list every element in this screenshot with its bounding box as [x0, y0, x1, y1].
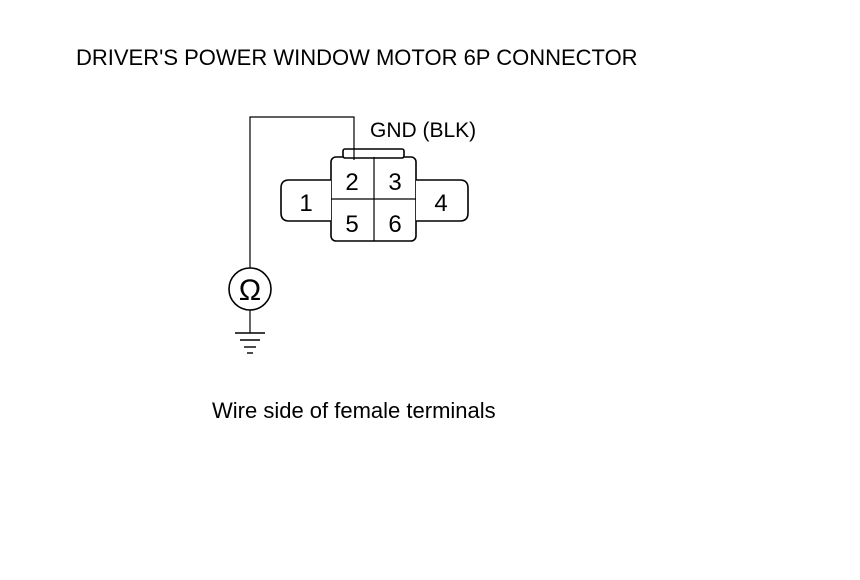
terminal-2: 2	[345, 169, 358, 196]
connector-lock-tab	[342, 148, 405, 159]
terminal-3: 3	[388, 169, 401, 196]
gnd-label: GND (BLK)	[370, 119, 476, 142]
ground-icon	[235, 332, 265, 354]
terminal-5: 5	[345, 211, 358, 238]
terminal-6: 6	[388, 211, 401, 238]
connector-left-lobe	[280, 179, 331, 222]
terminal-1: 1	[299, 190, 312, 217]
diagram-title: DRIVER'S POWER WINDOW MOTOR 6P CONNECTOR	[76, 45, 638, 70]
ohmmeter-icon: Ω	[228, 267, 272, 311]
ohm-symbol: Ω	[239, 274, 261, 307]
connector-right-lobe	[416, 179, 469, 222]
diagram-caption: Wire side of female terminals	[212, 398, 496, 423]
probe-wire	[249, 116, 355, 268]
terminal-4: 4	[434, 190, 447, 217]
